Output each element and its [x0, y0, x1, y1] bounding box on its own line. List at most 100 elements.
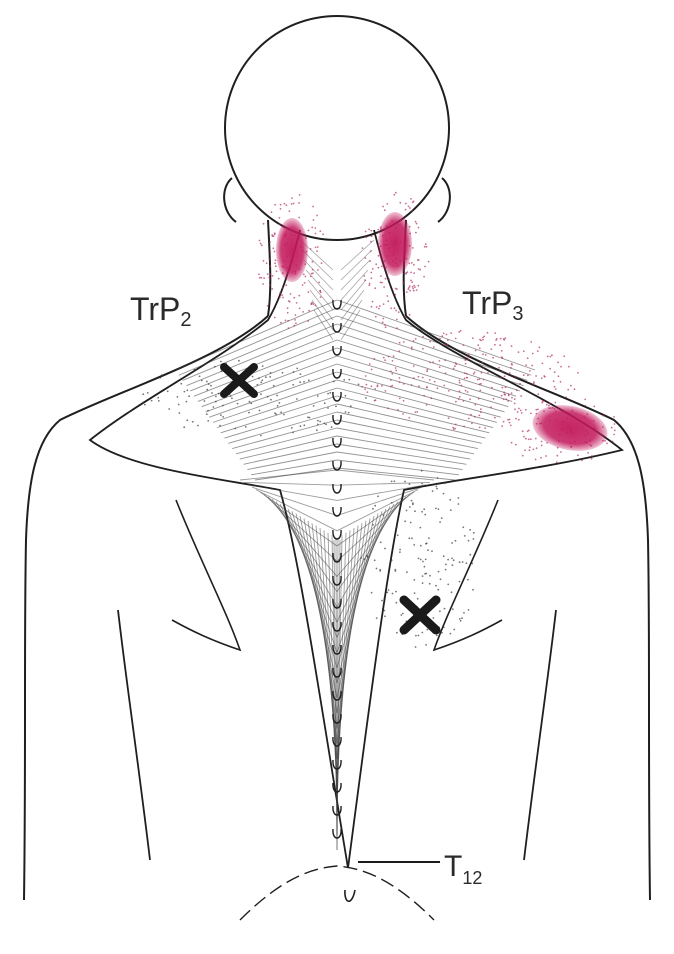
stipple-dot	[412, 247, 414, 249]
stipple-dot	[451, 542, 453, 544]
stipple-dot	[287, 320, 289, 322]
stipple-dot	[414, 510, 416, 512]
stipple-dot	[511, 345, 513, 347]
stipple-dot	[383, 286, 385, 288]
stipple-dot	[371, 369, 373, 371]
stipple-dot	[463, 612, 465, 614]
stipple-dot	[453, 368, 455, 370]
stipple-dot	[414, 286, 416, 288]
stipple-dot	[403, 316, 405, 318]
stipple-dot	[398, 350, 400, 352]
stipple-dot	[215, 401, 217, 403]
stipple-dot	[396, 319, 398, 321]
stipple-dot	[485, 354, 487, 356]
stipple-dot	[317, 424, 319, 426]
stipple-dot	[300, 425, 302, 427]
stipple-dot	[283, 414, 285, 416]
stipple-dot	[427, 369, 429, 371]
stipple-dot	[549, 368, 551, 370]
stipple-dot	[399, 551, 401, 553]
stipple-dot	[515, 444, 517, 446]
stipple-dot	[501, 425, 503, 427]
stipple-dot	[459, 396, 461, 398]
stipple-dot	[319, 230, 321, 232]
stipple-dot	[418, 635, 420, 637]
stipple-dot	[313, 405, 315, 407]
stipple-dot	[260, 381, 262, 383]
stipple-dot	[267, 305, 269, 307]
stipple-dot	[558, 375, 560, 377]
stipple-dot	[262, 283, 264, 285]
stipple-dot	[420, 545, 422, 547]
stipple-dot	[471, 563, 473, 565]
stipple-dot	[362, 247, 364, 249]
stipple-dot	[518, 408, 520, 410]
stipple-dot	[536, 447, 538, 449]
stipple-dot	[464, 535, 466, 537]
stipple-dot	[295, 322, 297, 324]
stipple-dot	[271, 211, 273, 213]
stipple-dot	[197, 425, 199, 427]
stipple-dot	[560, 451, 562, 453]
stipple-dot	[262, 365, 264, 367]
stipple-dot	[540, 457, 542, 459]
stipple-dot	[298, 202, 300, 204]
stipple-dot	[308, 379, 310, 381]
stipple-dot	[408, 537, 410, 539]
stipple-dot	[535, 459, 537, 461]
stipple-dot	[413, 272, 415, 274]
stipple-dot	[234, 428, 236, 430]
stipple-dot	[279, 297, 281, 299]
stipple-dot	[501, 387, 503, 389]
stipple-dot	[415, 411, 417, 413]
stipple-dot	[348, 412, 350, 414]
stipple-dot	[533, 381, 535, 383]
stipple-dot	[384, 548, 386, 550]
stipple-dot	[269, 284, 271, 286]
stipple-dot	[300, 373, 302, 375]
stipple-dot	[481, 372, 483, 374]
stipple-dot	[184, 391, 186, 393]
stipple-dot	[584, 399, 586, 401]
stipple-dot	[399, 381, 401, 383]
stipple-dot	[464, 359, 466, 361]
stipple-dot	[516, 389, 518, 391]
stipple-dot	[317, 395, 319, 397]
stipple-dot	[272, 247, 274, 249]
stipple-dot	[533, 383, 535, 385]
stipple-dot	[324, 402, 326, 404]
stipple-dot	[530, 341, 532, 343]
stipple-dot	[539, 347, 541, 349]
stipple-dot	[317, 269, 319, 271]
stipple-dot	[554, 386, 556, 388]
stipple-dot	[331, 426, 333, 428]
stipple-dot	[437, 589, 439, 591]
stipple-dot	[207, 420, 209, 422]
stipple-dot	[423, 395, 425, 397]
stipple-dot	[452, 608, 454, 610]
stipple-dot	[491, 387, 493, 389]
stipple-dot	[531, 365, 533, 367]
stipple-dot	[428, 537, 430, 539]
stipple-dot	[320, 296, 322, 298]
stipple-dot	[415, 232, 417, 234]
stipple-dot	[282, 287, 284, 289]
stipple-dot	[369, 283, 371, 285]
stipple-dot	[494, 344, 496, 346]
stipple-dot	[159, 377, 161, 379]
stipple-dot	[384, 359, 386, 361]
stipple-dot	[468, 354, 470, 356]
stipple-dot	[383, 610, 385, 612]
stipple-dot	[411, 537, 413, 539]
stipple-dot	[374, 400, 376, 402]
stipple-dot	[493, 398, 495, 400]
stipple-dot	[614, 423, 616, 425]
stipple-dot	[444, 608, 446, 610]
stipple-dot	[448, 417, 450, 419]
stipple-dot	[158, 400, 160, 402]
stipple-dot	[411, 500, 413, 502]
stipple-dot	[258, 274, 260, 276]
stipple-dot	[395, 570, 397, 572]
stipple-dot	[411, 281, 413, 283]
